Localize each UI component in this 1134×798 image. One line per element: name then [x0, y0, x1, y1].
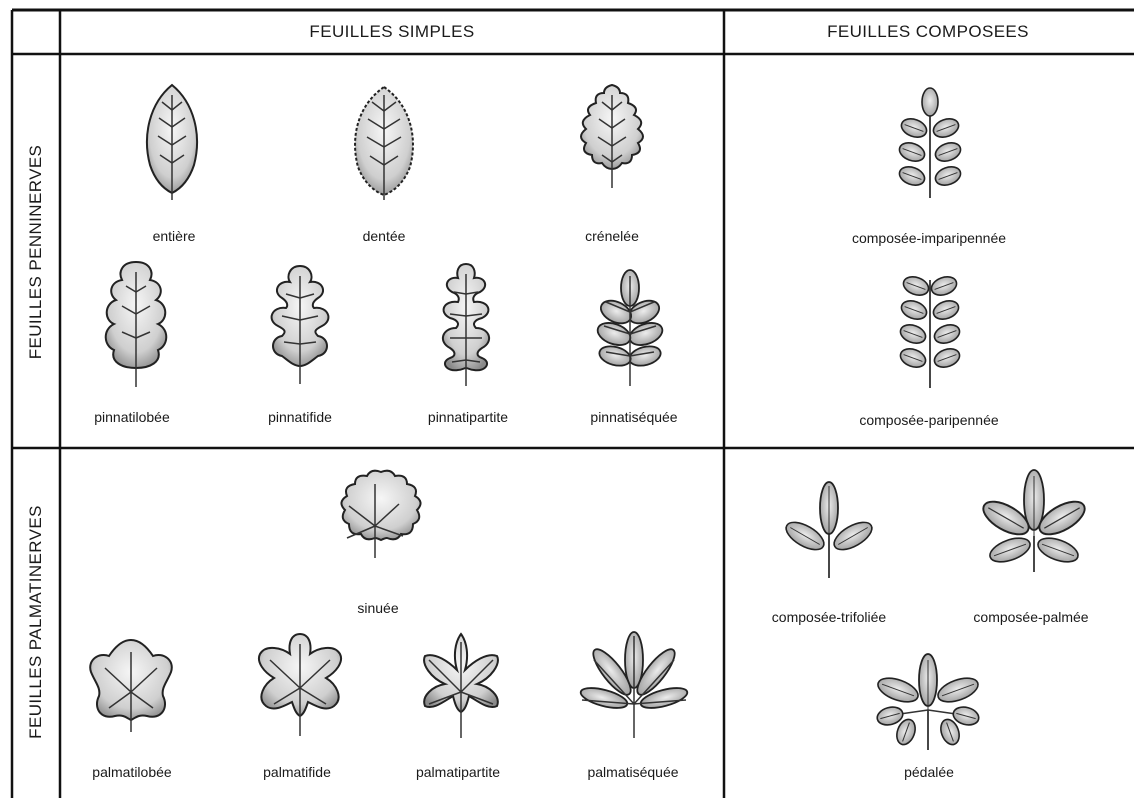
label-dentee: dentée — [363, 228, 406, 244]
leaf-pinnatifide-illustration — [272, 266, 329, 384]
leaf-dentee-illustration — [355, 87, 413, 200]
label-pinnatisequee: pinnatiséquée — [590, 409, 677, 425]
leaf-trifoliee-illustration — [782, 482, 876, 578]
leaf-pinnatisequee-illustration — [595, 270, 666, 386]
label-entiere: entière — [153, 228, 196, 244]
label-pedalee: pédalée — [904, 764, 954, 780]
label-crenelee: crénelée — [585, 228, 639, 244]
leaf-palmatifide-illustration — [259, 634, 341, 736]
leaf-sinuee-illustration — [341, 471, 420, 558]
column-header-simple: FEUILLES SIMPLES — [309, 22, 474, 42]
label-palmatifide: palmatifide — [263, 764, 331, 780]
label-pinnatilobee: pinnatilobée — [94, 409, 170, 425]
leaf-imparipennee-illustration — [897, 88, 963, 198]
leaf-pinnatipartite-illustration — [443, 264, 489, 386]
leaf-palmatilobee-illustration — [90, 640, 172, 732]
leaf-palmatipartite-illustration — [424, 634, 498, 738]
row-header-palmate: FEUILLES PALMATINERVES — [26, 505, 46, 739]
label-imparipennee: composée-imparipennée — [852, 230, 1006, 246]
label-palmee: composée-palmée — [973, 609, 1088, 625]
label-paripennee: composée-paripennée — [859, 412, 998, 428]
label-palmatisequee: palmatiséquée — [587, 764, 678, 780]
leaf-paripennee-illustration — [898, 274, 962, 388]
label-palmatilobee: palmatilobée — [92, 764, 171, 780]
leaf-crenelee-illustration — [581, 85, 643, 188]
label-sinuee: sinuée — [357, 600, 398, 616]
label-trifoliee: composée-trifoliée — [772, 609, 886, 625]
leaf-palmee-illustration — [978, 470, 1090, 572]
leaf-palmatisequee-illustration — [579, 632, 690, 738]
leaf-entiere-illustration — [147, 85, 197, 200]
leaf-pedalee-illustration — [875, 654, 981, 750]
label-pinnatipartite: pinnatipartite — [428, 409, 508, 425]
row-header-pinnate: FEUILLES PENNINERVES — [26, 145, 46, 360]
label-pinnatifide: pinnatifide — [268, 409, 332, 425]
label-palmatipartite: palmatipartite — [416, 764, 500, 780]
column-header-compound: FEUILLES COMPOSEES — [827, 22, 1029, 42]
leaf-pinnatilobee-illustration — [106, 262, 167, 387]
